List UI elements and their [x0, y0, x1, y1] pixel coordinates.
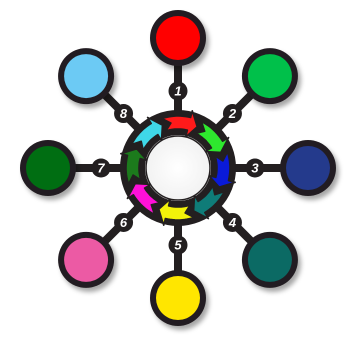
- node-6: [58, 232, 114, 288]
- number-label: 6: [120, 215, 128, 230]
- node-2: [242, 48, 298, 104]
- number-badge-1: 1: [169, 82, 188, 101]
- cycle-ring: [121, 111, 235, 225]
- number-label: 5: [174, 238, 182, 253]
- node-4-color-disc: [248, 238, 292, 282]
- node-1-color-disc: [156, 16, 200, 60]
- node-6-color-disc: [64, 238, 108, 282]
- number-badge-4: 4: [223, 213, 242, 232]
- number-label: 4: [228, 215, 237, 230]
- number-label: 8: [120, 106, 128, 121]
- number-badge-7: 7: [92, 159, 111, 178]
- node-3: [280, 140, 336, 196]
- number-badge-3: 3: [246, 159, 265, 178]
- ring-hub: [146, 136, 210, 200]
- number-label: 3: [251, 161, 259, 176]
- node-8-color-disc: [64, 54, 108, 98]
- node-5-color-disc: [156, 276, 200, 320]
- number-label: 2: [228, 106, 237, 121]
- node-8: [58, 48, 114, 104]
- node-2-color-disc: [248, 54, 292, 98]
- number-label: 7: [97, 161, 105, 176]
- number-badge-8: 8: [114, 104, 133, 123]
- node-1: [150, 10, 206, 66]
- node-7-color-disc: [26, 146, 70, 190]
- node-4: [242, 232, 298, 288]
- number-badge-5: 5: [169, 236, 188, 255]
- number-badge-2: 2: [223, 104, 242, 123]
- number-label: 1: [174, 84, 181, 99]
- node-5: [150, 270, 206, 326]
- number-badge-6: 6: [114, 213, 133, 232]
- node-7: [20, 140, 76, 196]
- node-3-color-disc: [286, 146, 330, 190]
